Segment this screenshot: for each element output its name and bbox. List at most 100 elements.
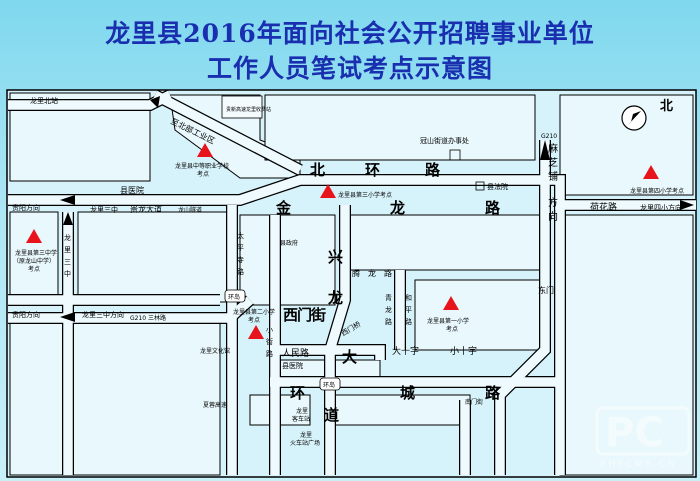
road-heping-1: 和 <box>405 293 412 302</box>
dir-gaosu: 夏蓉高速 <box>203 401 227 409</box>
road-xiaojie-2: 街 <box>266 337 273 346</box>
dir-longlisanzhong: 龙里三中 <box>90 205 118 214</box>
road-xiaoshizi: 小十字 <box>450 345 477 357</box>
marker-third-middle-icon <box>26 229 42 243</box>
arrow-right-icon <box>680 200 694 210</box>
road-xiaojie-3: 路 <box>266 349 273 358</box>
block <box>329 394 471 426</box>
road-huanbei-1: 北 <box>310 161 325 179</box>
toll-station-box <box>221 95 263 119</box>
block <box>9 211 59 303</box>
place-county-hospital: 县医院 <box>120 185 144 195</box>
exam-third-middle-2: （原龙山中学） <box>13 257 55 265</box>
road-taiping-1: 太 <box>237 231 244 240</box>
road-taiping-3: 寺 <box>237 256 244 264</box>
block <box>264 94 536 161</box>
road-malingpu-5: 向 <box>548 210 558 223</box>
marker-second-primary-icon <box>248 325 264 339</box>
road-jinlong-2: 龙 <box>389 199 405 217</box>
block <box>239 214 336 306</box>
watermark: PC PHPCMS.CN <box>595 406 691 470</box>
dir-guiyang-1: 贵阳方向 <box>12 203 40 212</box>
dir-lz-v3: 三 <box>64 258 71 266</box>
rotary-icon <box>319 377 341 391</box>
block <box>77 211 229 303</box>
road-g210-sanlin: G210 三林路 <box>130 314 166 322</box>
arrow-left-icon <box>60 195 75 205</box>
arrow-left-icon <box>60 312 75 322</box>
place-rotary-1: 环岛 <box>228 293 240 301</box>
road-g210: G210 <box>541 133 557 140</box>
arrow-up-icon <box>540 140 550 160</box>
place-train-square-1: 龙里 <box>300 431 312 439</box>
road-heping-2: 平 <box>405 306 412 314</box>
road-labels: 北 环 路 金 龙 路 兴 龙 大 道 西 门 街 环 城 路 麻 芝 铺 方 … <box>130 116 617 424</box>
marker-third-primary-icon <box>320 184 336 198</box>
block <box>9 319 221 476</box>
road-malingpu-3: 铺 <box>548 170 558 183</box>
road-malingpu-4: 方 <box>548 196 558 209</box>
arrow-up-icon <box>63 212 73 225</box>
road-xinglong-4: 道 <box>324 406 339 424</box>
arrow-icon <box>150 96 160 108</box>
exam-first-primary-2: 考点 <box>446 325 458 333</box>
road-xiaojie-1: 小 <box>266 325 273 334</box>
road-taiping-2: 平 <box>237 244 244 252</box>
place-taiping-bldg: 县政府 <box>280 239 298 247</box>
rotary-icon <box>224 289 246 303</box>
road-malingpu-1: 麻 <box>548 142 558 155</box>
exam-third-middle-1: 龙里县第三中学 <box>15 249 57 257</box>
block <box>559 94 694 196</box>
place-guanshan: 冠山街道办事处 <box>420 136 469 145</box>
place-bus-station-2: 客车站 <box>292 415 310 423</box>
place-zhongyi: 县医院 <box>282 361 303 370</box>
place-rotary-2: 环岛 <box>323 381 335 389</box>
marker-vocational-icon <box>197 143 213 157</box>
exam-vocational-1: 龙里县中等职业学校 <box>175 162 229 170</box>
road-malingpu-2: 芝 <box>548 156 558 169</box>
road-huancheng-2: 城 <box>400 384 415 402</box>
block <box>559 214 694 476</box>
government-icon <box>449 149 461 161</box>
road-huancheng-1: 环 <box>290 384 305 402</box>
place-culture-bridge: 龙里文化馆 <box>200 347 230 355</box>
watermark-logo-icon <box>595 406 691 456</box>
exam-first-primary-1: 龙里县第一小学 <box>427 317 469 325</box>
road-qinglong-1: 青 <box>385 293 392 302</box>
road-tenglong: 腾 龙 路 <box>352 268 392 278</box>
direction-arrows <box>60 96 694 322</box>
marker-first-primary-icon <box>443 296 459 310</box>
exam-fourth-primary: 龙里县第四小学考点 <box>630 187 684 195</box>
dir-longlisanzhong-dir: 龙里三中方向 <box>82 310 124 319</box>
road-dongmen: 东门 <box>538 285 554 295</box>
road-ximen-2: 门 <box>297 306 312 324</box>
place-labels: 县医院 县法院 冠山街道办事处 县医院 贵新高速龙里收费站 龙里 客车站 龙里 … <box>120 95 508 447</box>
road-qinglong-2: 龙 <box>385 305 392 314</box>
map-title-line1: 龙里县2016年面向社会公开招聘事业单位 <box>105 19 595 48</box>
block <box>349 214 541 271</box>
place-county-court: 县法院 <box>487 182 508 191</box>
road-ximen-3: 街 <box>310 306 326 324</box>
place-toll-station: 贵新高速龙里收费站 <box>226 106 271 113</box>
dir-lz-v4: 中 <box>64 269 71 278</box>
exam-third-middle-3: 考点 <box>28 265 40 273</box>
north-compass: 北 <box>621 99 673 131</box>
exam-second-primary-2: 考点 <box>248 316 260 324</box>
north-label: 北 <box>660 99 673 114</box>
map-title-line2: 工作人员笔试考点示意图 <box>206 54 493 83</box>
road-ximen-1: 西 <box>283 306 298 324</box>
exam-vocational-2: 考点 <box>197 170 209 178</box>
road-xinglong-1: 兴 <box>328 248 343 266</box>
exam-sites: 龙里县中等职业学校 考点 龙里县第三小学考点 龙里县第四小学考点 龙里县第三中学… <box>13 143 684 339</box>
road-xinglong-2: 龙 <box>327 289 343 307</box>
dir-lz-v2: 里 <box>64 246 71 254</box>
road-xinglong-3: 大 <box>342 348 357 366</box>
road-huancheng-3: 路 <box>485 384 501 402</box>
north-arrow-icon <box>628 111 641 125</box>
road-huanbei-2: 环 <box>365 161 380 179</box>
exam-second-primary-1: 龙里县第二小学 <box>233 308 275 316</box>
dir-hehua: 龙里四小方向 <box>640 203 682 212</box>
watermark-logo: PC <box>605 410 664 456</box>
dir-guiyang-2: 贵阳方向 <box>12 310 40 319</box>
